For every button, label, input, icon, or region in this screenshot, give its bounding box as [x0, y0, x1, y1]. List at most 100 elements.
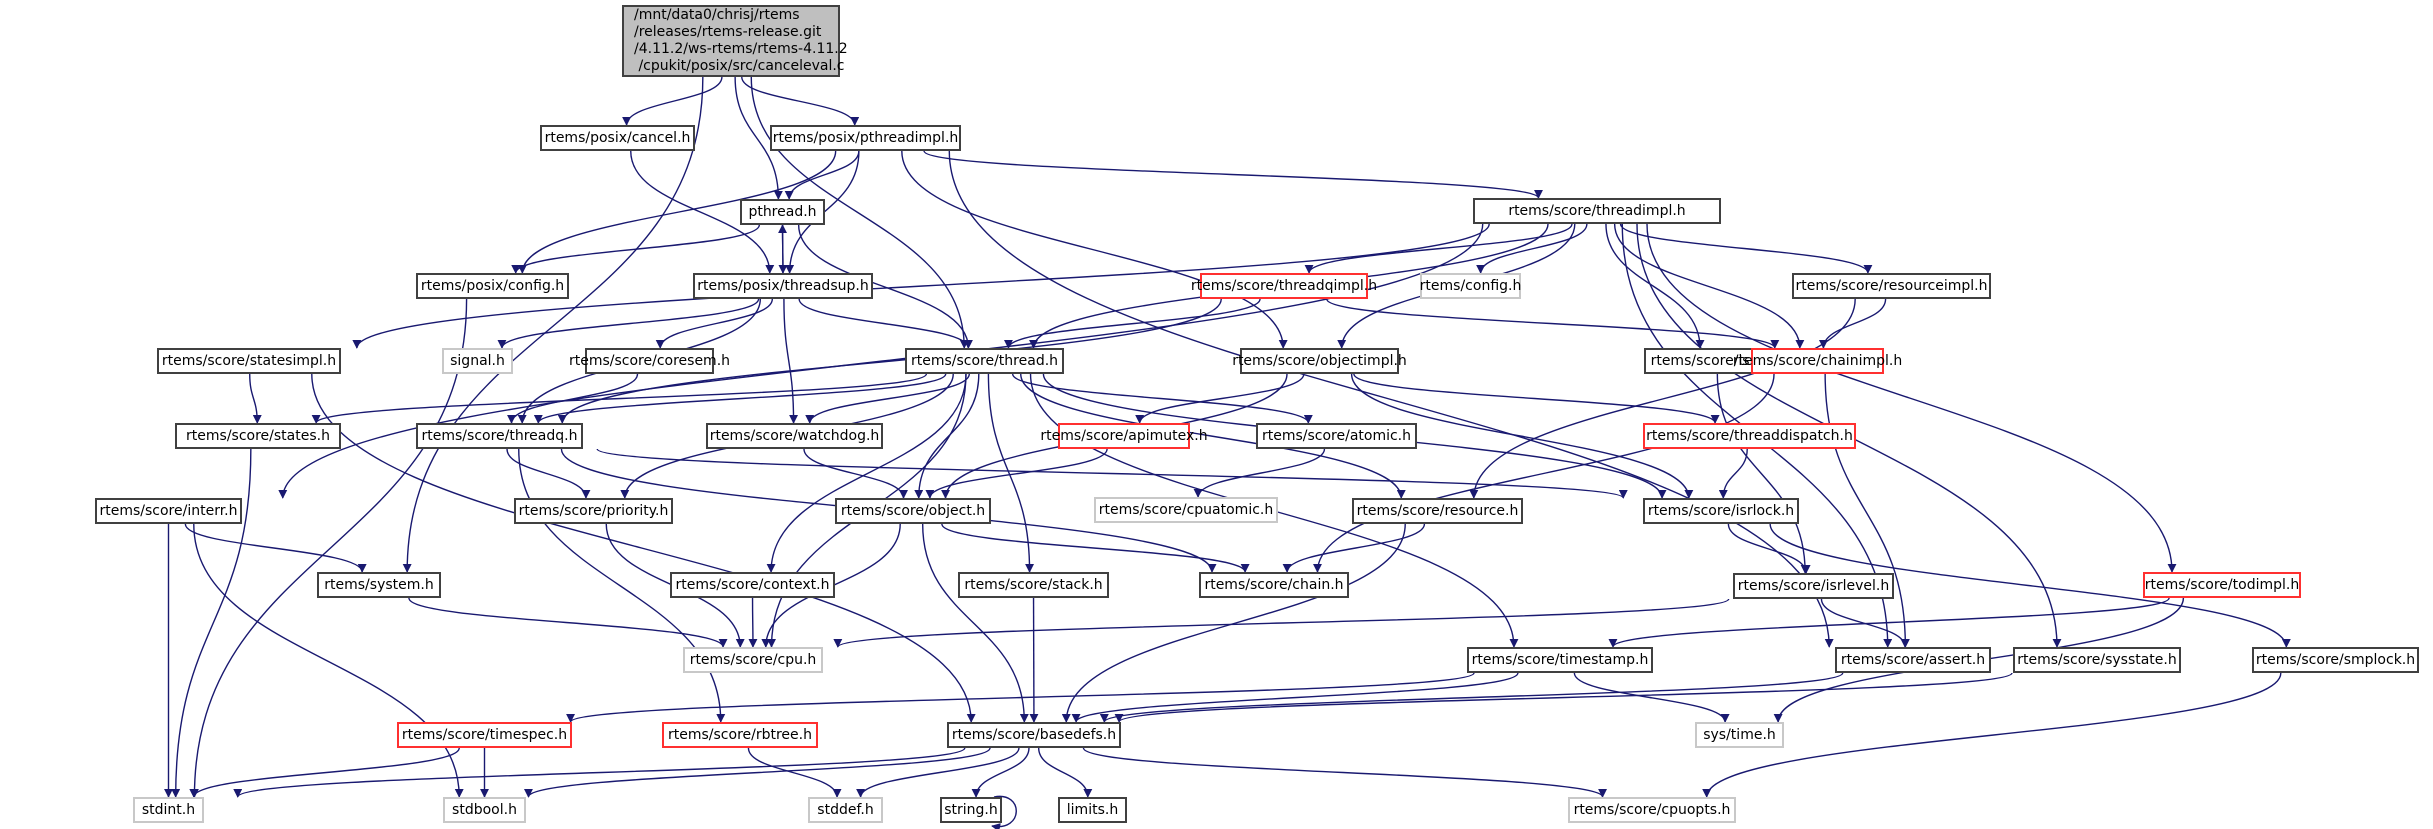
node-todimpl-h[interactable]: rtems/score/todimpl.h	[2143, 572, 2301, 598]
node-apimutex-h[interactable]: rtems/score/apimutex.h	[1040, 423, 1208, 449]
edge-root-to-pthreadimpl	[741, 76, 860, 126]
node-atomic-h[interactable]: rtems/score/atomic.h	[1256, 423, 1417, 449]
node-threadimpl-h[interactable]: rtems/score/threadimpl.h	[1473, 198, 1721, 224]
edge-isr-to-isrlevel	[1716, 373, 1810, 574]
node-isrlock-h[interactable]: rtems/score/isrlock.h	[1643, 498, 1799, 524]
edge-resourceimpl-to-resource	[1469, 298, 1856, 499]
node-watchdog-h[interactable]: rtems/score/watchdog.h	[706, 423, 883, 449]
node-resource-h[interactable]: rtems/score/resource.h	[1352, 498, 1523, 524]
edge-object-to-basedefs	[921, 523, 1029, 723]
edge-pthread-to-thread	[797, 224, 973, 349]
edge-threadimpl-to-threadqimpl	[1304, 223, 1573, 274]
node-sysstate-h[interactable]: rtems/score/sysstate.h	[2013, 647, 2181, 673]
node-cancel-h[interactable]: rtems/posix/cancel.h	[540, 125, 695, 151]
edge-root-to-cancel	[622, 76, 723, 126]
node-threaddispatch-h[interactable]: rtems/score/threaddispatch.h	[1643, 423, 1856, 449]
edge-resourceimpl-to-chainimpl	[1818, 298, 1887, 349]
edge-basedefs-to-stdint	[233, 747, 966, 798]
edge-timestamp-to-basedefs	[1071, 672, 1519, 723]
edge-basedefs-to-cpuopts	[1082, 747, 1607, 798]
edge-threadq-to-isrlock	[596, 448, 1628, 499]
edge-thread-to-context	[766, 373, 967, 573]
node-rbtree-h[interactable]: rtems/score/rbtree.h	[662, 722, 818, 748]
edge-pthreadimpl-to-pthread	[784, 150, 860, 200]
edge-posixconfig-to-stdint	[189, 298, 468, 798]
node-priority-h[interactable]: rtems/score/priority.h	[514, 498, 673, 524]
node-smplock-h[interactable]: rtems/score/smplock.h	[2252, 647, 2419, 673]
node-context-h[interactable]: rtems/score/context.h	[670, 572, 835, 598]
node-thread-h[interactable]: rtems/score/thread.h	[905, 348, 1064, 374]
node-stdint-h: stdint.h	[133, 797, 204, 823]
node-signal-h: signal.h	[442, 348, 513, 374]
edge-threaddispatch-to-isrlock	[1718, 448, 1748, 499]
edge-rbtree-to-stddef	[747, 747, 842, 798]
node-coresem-h[interactable]: rtems/score/coresem.h	[569, 348, 730, 374]
edge-root-to-pthread	[734, 76, 783, 200]
edge-isrlevel-to-cpu	[833, 598, 1730, 648]
edge-isrlock-to-smplock	[1769, 523, 2291, 648]
node-basedefs-h[interactable]: rtems/score/basedefs.h	[947, 722, 1121, 748]
node-timespec-h[interactable]: rtems/score/timespec.h	[397, 722, 572, 748]
edge-objectimpl-to-isrlock	[1350, 373, 1694, 499]
edge-root-to-thread	[750, 76, 969, 349]
edge-root-to-system	[402, 76, 704, 573]
edge-atomic-to-cpuatomic	[1193, 448, 1326, 498]
edge-objectimpl-to-apimutex	[1135, 373, 1305, 424]
edge-pthread-to-posixconfig	[511, 224, 760, 274]
edge-thread-to-atomic	[1011, 373, 1313, 424]
node-isrlevel-h[interactable]: rtems/score/isrlevel.h	[1733, 573, 1894, 599]
edge-thread-to-stack	[987, 373, 1035, 573]
edge-coresem-to-threadq	[507, 373, 639, 424]
edge-isrlock-to-isrlevel	[1727, 523, 1811, 574]
node-chain-h[interactable]: rtems/score/chain.h	[1199, 572, 1349, 598]
node-threadqimpl-h[interactable]: rtems/score/threadqimpl.h	[1191, 273, 1377, 299]
node-objectimpl-h[interactable]: rtems/score/objectimpl.h	[1232, 348, 1407, 374]
node-states-h[interactable]: rtems/score/states.h	[175, 423, 341, 449]
edge-statesimpl-to-states	[249, 373, 262, 424]
node-chainimpl-h[interactable]: rtems/score/chainimpl.h	[1733, 348, 1902, 374]
edge-basedefs-to-limits	[1037, 747, 1093, 798]
node-threadsup-h[interactable]: rtems/posix/threadsup.h	[693, 273, 873, 299]
edge-threadimpl-to-statesimpl	[352, 223, 1490, 349]
node-stack-h[interactable]: rtems/score/stack.h	[958, 572, 1109, 598]
edge-threadqimpl-to-thread	[1004, 298, 1261, 349]
edge-threadqimpl-to-chainimpl	[1325, 298, 1780, 349]
node-config-h: rtems/config.h	[1420, 273, 1521, 299]
node-string-h[interactable]: string.h	[940, 797, 1002, 823]
node-posix-config-h[interactable]: rtems/posix/config.h	[416, 273, 569, 299]
node-cpuatomic-h: rtems/score/cpuatomic.h	[1094, 497, 1278, 523]
node-resourceimpl-h[interactable]: rtems/score/resourceimpl.h	[1792, 273, 1991, 299]
node-system-h[interactable]: rtems/system.h	[317, 572, 441, 598]
edge-pthreadimpl-to-objectimpl	[901, 150, 1288, 349]
node-interr-h[interactable]: rtems/score/interr.h	[95, 498, 242, 524]
edge-cancel-to-threadsup	[630, 150, 775, 274]
node-pthread-h[interactable]: pthread.h	[740, 199, 825, 225]
node-statesimpl-h[interactable]: rtems/score/statesimpl.h	[157, 348, 341, 374]
edge-chainimpl-to-assert	[1824, 373, 1910, 648]
edge-object-to-chain	[941, 523, 1250, 573]
edge-system-to-cpu	[408, 597, 728, 648]
edge-threadsup-to-coresem	[655, 298, 774, 349]
node-stdbool-h: stdbool.h	[443, 797, 526, 823]
node-threadq-h[interactable]: rtems/score/threadq.h	[416, 423, 583, 449]
edge-threadsup-to-signal	[497, 298, 760, 349]
edge-timestamp-to-timespec	[566, 672, 1475, 723]
edge-thread-to-watchdog	[805, 373, 970, 424]
edge-timespec-to-stdint	[189, 747, 460, 798]
edge-watchdog-to-object	[803, 448, 908, 499]
edge-sysstate-to-basedefs	[1114, 672, 2013, 723]
node-timestamp-h[interactable]: rtems/score/timestamp.h	[1467, 647, 1653, 673]
edge-threadimpl-to-isr	[1605, 223, 1705, 349]
edge-threadsup-to-watchdog	[783, 298, 799, 424]
edge-timestamp-to-systime	[1573, 672, 1730, 723]
edge-basedefs-to-string	[971, 747, 1030, 798]
edge-resource-to-chain	[1282, 523, 1426, 573]
node-pthreadimpl-h[interactable]: rtems/posix/pthreadimpl.h	[770, 125, 961, 151]
edge-objectimpl-to-threaddispatch	[1353, 373, 1720, 424]
node-object-h[interactable]: rtems/score/object.h	[835, 498, 991, 524]
edge-threadq-to-rbtree	[518, 448, 726, 723]
node-assert-h[interactable]: rtems/score/assert.h	[1835, 647, 1991, 673]
node-limits-h[interactable]: limits.h	[1058, 797, 1127, 823]
edge-threadimpl-to-resourceimpl	[1619, 223, 1873, 274]
